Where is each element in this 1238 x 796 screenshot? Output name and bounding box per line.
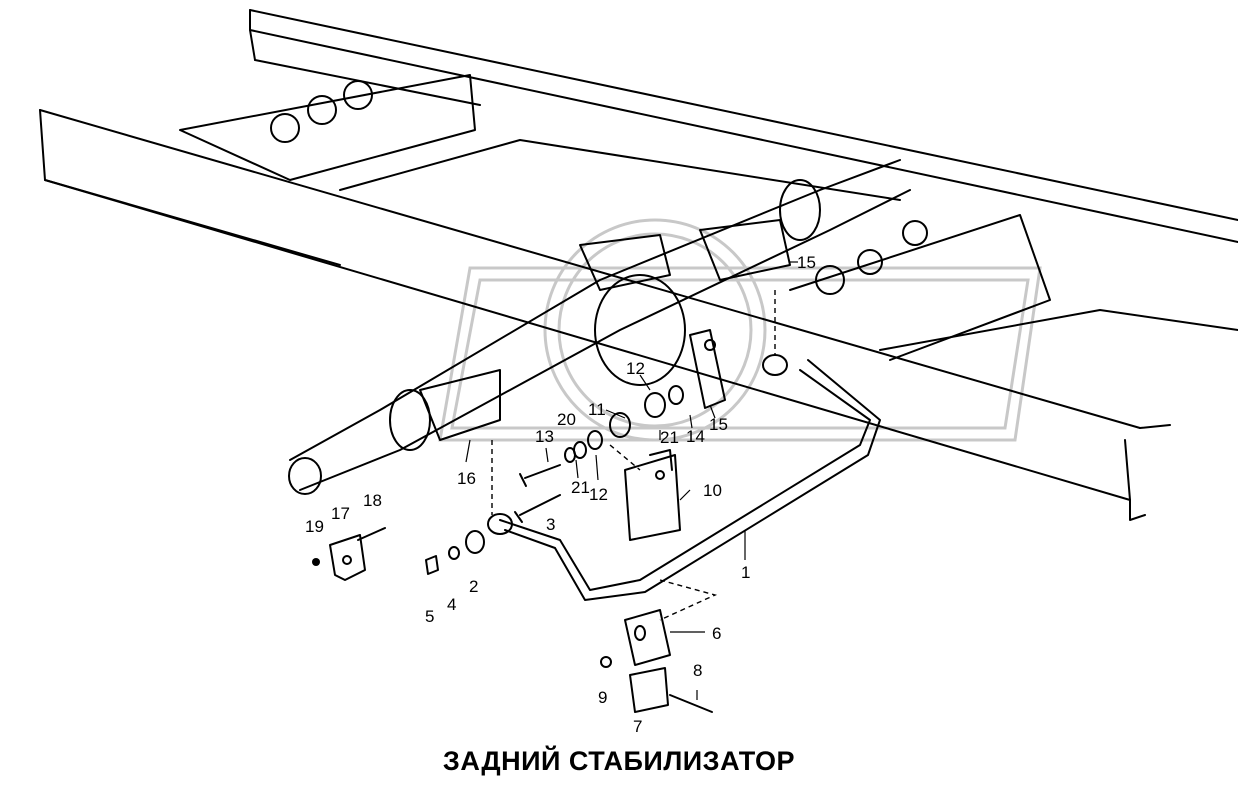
- bolts: [357, 464, 713, 713]
- callout-11: 11: [588, 400, 606, 419]
- stabilizer-bar: [487, 354, 881, 601]
- leader-lines: [465, 261, 798, 700]
- callout-18: 18: [363, 491, 382, 510]
- callout-12-upper: 12: [626, 359, 645, 378]
- callout-19: 19: [305, 517, 324, 536]
- callout-21-left: 21: [571, 478, 590, 497]
- link-bracket: [689, 329, 726, 409]
- rear-axle: [288, 159, 911, 495]
- clamp-and-bracket: [600, 609, 671, 713]
- callout-6: 6: [712, 624, 721, 643]
- callout-5: 5: [425, 607, 434, 626]
- plate-and-nut: [312, 534, 366, 581]
- callout-15-lower: 15: [709, 415, 728, 434]
- diagram-caption: ЗАДНИЙ СТАБИЛИЗАТОР: [442, 746, 796, 776]
- callout-7: 7: [633, 717, 642, 736]
- callout-13: 13: [535, 427, 554, 446]
- orex-watermark: [438, 218, 1042, 442]
- callout-16: 16: [457, 469, 476, 488]
- callout-4: 4: [447, 595, 456, 614]
- frame-front-rail: [39, 109, 1171, 521]
- callout-3: 3: [546, 515, 555, 534]
- callout-10: 10: [703, 481, 722, 500]
- callout-9: 9: [598, 688, 607, 707]
- callout-2: 2: [469, 577, 478, 596]
- frame-cross-member: [179, 74, 1238, 361]
- callout-labels: 1 2 3 4 5 6 7 8 9 10 11 12 12 13 14 15 1…: [305, 253, 816, 736]
- callout-8: 8: [693, 661, 702, 680]
- callout-1: 1: [741, 563, 750, 582]
- bushings-washers: [425, 385, 684, 575]
- callout-20: 20: [557, 410, 576, 429]
- callout-21-right: 21: [660, 428, 679, 447]
- frame-rear-rail: [249, 9, 1238, 243]
- callout-17: 17: [331, 504, 350, 523]
- callout-15-upper: 15: [797, 253, 816, 272]
- callout-14: 14: [686, 427, 705, 446]
- stabilizer-link: [624, 449, 681, 541]
- assembly-lines: [491, 290, 776, 621]
- callout-12-lower: 12: [589, 485, 608, 504]
